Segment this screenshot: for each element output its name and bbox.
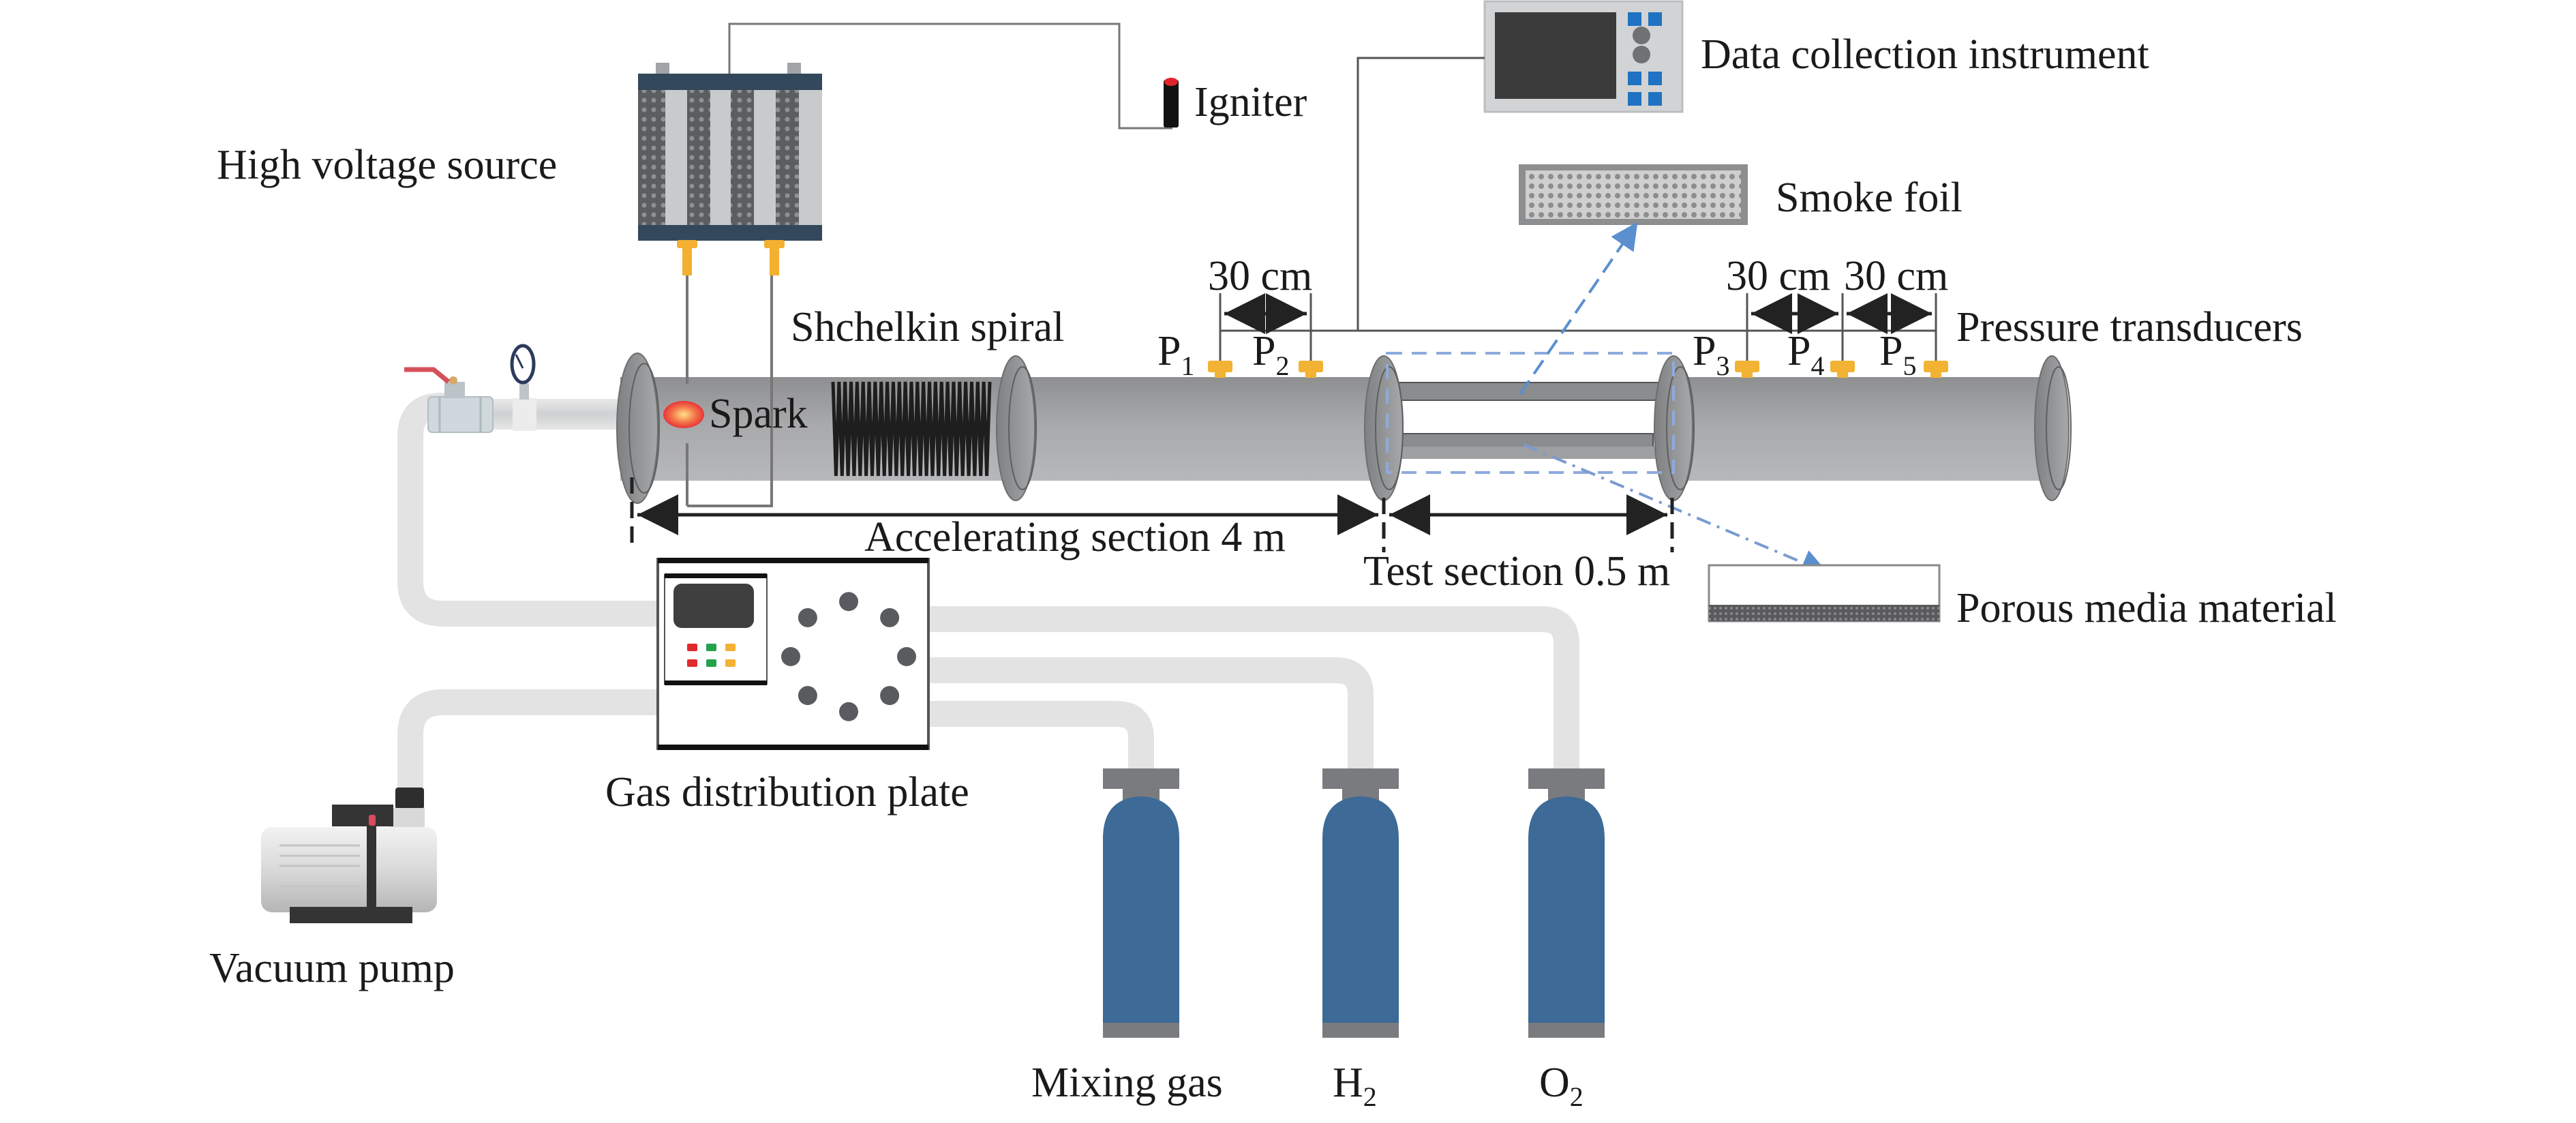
igniter-label: Igniter [1194,79,1307,125]
gas-cylinder-H2: H2 [1322,768,1399,1112]
gas-cylinder-O2: O2 [1528,768,1605,1112]
smoke-foil-icon [1519,164,1748,225]
section-dimensions [630,477,1674,552]
pipe-plate-to-h2 [920,657,1374,770]
cylinder-label-subscript: 2 [1363,1081,1377,1112]
gas-cylinder-mixing-gas: Mixing gas [1031,768,1223,1106]
transducer-index: 1 [1181,350,1194,381]
flange-test-right [1654,355,1695,501]
high-voltage-source-label: High voltage source [217,142,557,188]
smoke-foil-label: Smoke foil [1776,175,1963,221]
transducer-label: P5 [1879,328,1916,381]
spark-label: Spark [709,391,808,437]
transducer-label: P1 [1157,328,1194,381]
vacuum-pump-label: Vacuum pump [209,945,455,991]
inlet-feed [404,344,627,433]
valve-knob [781,647,800,666]
valve-stem [444,382,465,398]
high-voltage-source-icon [638,63,822,275]
valve-body [427,396,494,433]
pressure-transducer-P2: P2 [1252,328,1323,381]
transducer-label: P2 [1252,328,1289,381]
pressure-transducers: P1 P2 P3 P4 P5 [1157,328,1948,381]
valve-knob [880,686,900,706]
shchelkin-spiral-label: Shchelkin spiral [791,304,1064,350]
detonation-tube [616,353,2072,504]
transducer-index: 4 [1810,350,1824,381]
pipe-plate-to-o2 [920,606,1579,770]
spark-icon [663,401,704,428]
cylinder-label: H2 [1333,1060,1377,1112]
accelerating-section-label: Accelerating section 4 m [864,514,1286,560]
gas-distribution-plate-icon [656,558,930,750]
flange-test-left [1364,355,1404,501]
data-collection-instrument-icon [1483,0,1684,113]
cylinder-label-subscript: 2 [1570,1081,1584,1112]
valve-knob [798,608,817,627]
valve-knob [798,686,817,706]
valve-knob [839,702,858,721]
spacing-label-p3-p4: 30 cm [1726,253,1830,299]
test-section-bottom-rail [1387,433,1654,449]
gas-cylinders: Mixing gas H2 O2 [1031,768,1605,1112]
shchelkin-spiral [831,381,992,477]
gas-distribution-plate-label: Gas distribution plate [605,769,969,815]
valve-handle-icon [404,367,451,384]
pressure-transducers-label: Pressure transducers [1956,304,2303,350]
gauge-collar [513,398,536,431]
porous-media-material-label: Porous media material [1956,585,2337,631]
pressure-gauge-icon [510,344,536,385]
igniter-icon [1164,78,1179,128]
transducer-index: 5 [1903,350,1916,381]
spacing-label-p1-p2: 30 cm [1208,253,1312,299]
valve-knob [880,608,900,627]
flange-right-end [2034,355,2072,501]
flange-spiral-end [996,355,1037,501]
test-section-highlight [1386,352,1675,474]
gauge-stem [519,383,529,400]
spacing-label-p4-p5: 30 cm [1844,253,1948,299]
tube-downstream [1677,377,2055,481]
transducer-index: 3 [1716,350,1729,381]
pressure-transducer-P3: P3 [1693,328,1759,381]
valve-knob [897,647,916,666]
cylinder-label: Mixing gas [1031,1060,1223,1106]
test-section-label: Test section 0.5 m [1363,548,1670,595]
transducer-label: P3 [1693,328,1729,381]
pressure-transducer-P4: P4 [1787,328,1855,381]
hv-igniter-wire [728,23,1172,130]
cylinder-label: O2 [1539,1060,1584,1112]
transducer-label: P4 [1787,328,1824,381]
pipe-plate-to-mixing [920,701,1154,770]
data-collection-instrument-label: Data collection instrument [1701,31,2149,78]
spiral-coil [831,381,992,477]
valve-knob [839,592,858,612]
flange-left-end [616,353,660,504]
vacuum-pump-icon [261,788,437,923]
smoke-foil-guide [1519,222,1638,395]
pressure-transducer-P5: P5 [1879,328,1948,381]
pipe-plate-to-vacuum [397,689,665,788]
porous-media-icon [1708,564,1941,623]
transducer-index: 2 [1275,350,1289,381]
